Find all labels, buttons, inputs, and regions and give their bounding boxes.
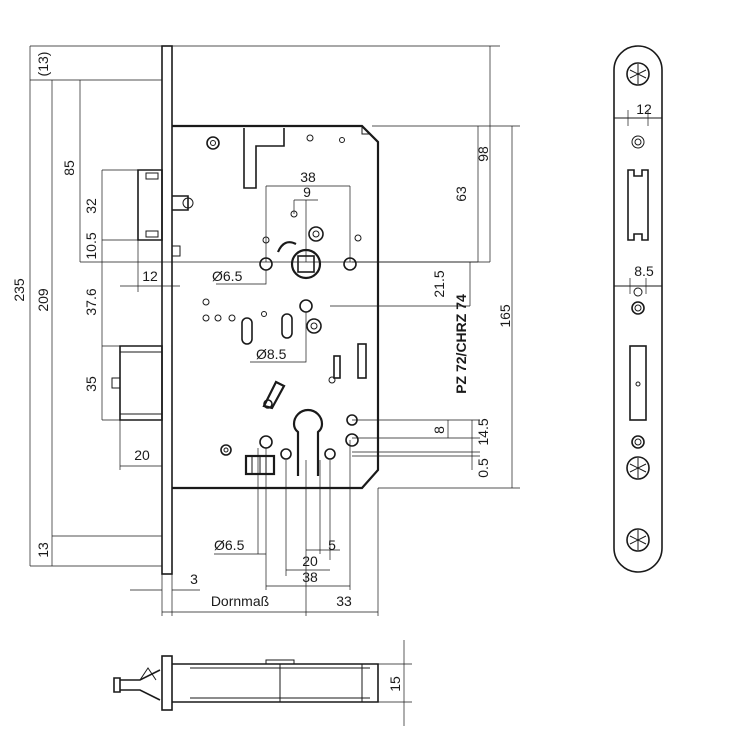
rivet-top-mid (306, 134, 314, 142)
lock-front-view (111, 45, 380, 575)
screw-bottom (626, 528, 650, 552)
deadbolt-opening (629, 345, 647, 421)
faceplate-outline (613, 45, 663, 573)
screw-top (626, 62, 650, 86)
dim-8-5-mid: Ø8.5 (256, 346, 287, 362)
lock-case (172, 124, 380, 490)
dim-13-top: (13) (35, 52, 51, 77)
front-dimension-labels: (13) 235 209 13 85 32 10.5 12 37.6 35 20… (11, 52, 513, 609)
dim-38-top: 38 (300, 169, 316, 185)
dim-13-bottom: 13 (35, 542, 51, 558)
dim-38-bottom: 38 (302, 569, 318, 585)
dim-6-5-bottom: Ø6.5 (214, 537, 245, 553)
dim-3: 3 (190, 571, 198, 587)
dim-15: 15 (387, 676, 403, 692)
plate-dim-8-5: 8.5 (634, 263, 654, 279)
dim-37-6: 37.6 (83, 288, 99, 315)
dim-8: 8 (431, 426, 447, 434)
top-faceplate (161, 655, 173, 711)
front-dimension-lines (29, 45, 520, 616)
dim-33: 33 (336, 593, 352, 609)
pz-label: PZ 72/CHRZ 74 (453, 294, 469, 394)
dim-12-latch: 12 (142, 268, 158, 284)
dim-85: 85 (61, 160, 77, 176)
faceplate-view: 12 8.5 (613, 45, 663, 573)
dim-209: 209 (35, 288, 51, 312)
faceplate (161, 45, 173, 575)
cylinder-cutout (292, 408, 324, 476)
lock-top-view: 15 (113, 640, 412, 726)
dim-0-5: 0.5 (475, 458, 491, 478)
dim-165: 165 (497, 304, 513, 328)
dim-35: 35 (83, 376, 99, 392)
latch-bolt (137, 169, 163, 241)
dim-20-bottom: 20 (302, 553, 318, 569)
dim-dornmass: Dornmaß (211, 593, 269, 609)
dim-5: 5 (328, 537, 336, 553)
dim-63: 63 (453, 186, 469, 202)
deadbolt (119, 345, 163, 421)
dim-21-5: 21.5 (431, 270, 447, 297)
dim-6-5-top: Ø6.5 (212, 268, 243, 284)
dim-98: 98 (475, 146, 491, 162)
top-bracket (243, 128, 285, 189)
dim-235: 235 (11, 278, 27, 302)
slide-plate (357, 343, 367, 379)
rivet-top-left (206, 136, 220, 150)
screw-mid (626, 456, 650, 480)
dim-14-5: 14.5 (475, 418, 491, 445)
dim-20-bolt: 20 (134, 447, 150, 463)
plate-dim-12: 12 (636, 101, 652, 117)
hole-6-5-bottom-left (259, 435, 273, 449)
dim-10-5: 10.5 (83, 232, 99, 259)
dim-9: 9 (303, 184, 311, 200)
top-case (172, 663, 379, 703)
dim-32: 32 (83, 198, 99, 214)
latch-opening (627, 169, 649, 241)
